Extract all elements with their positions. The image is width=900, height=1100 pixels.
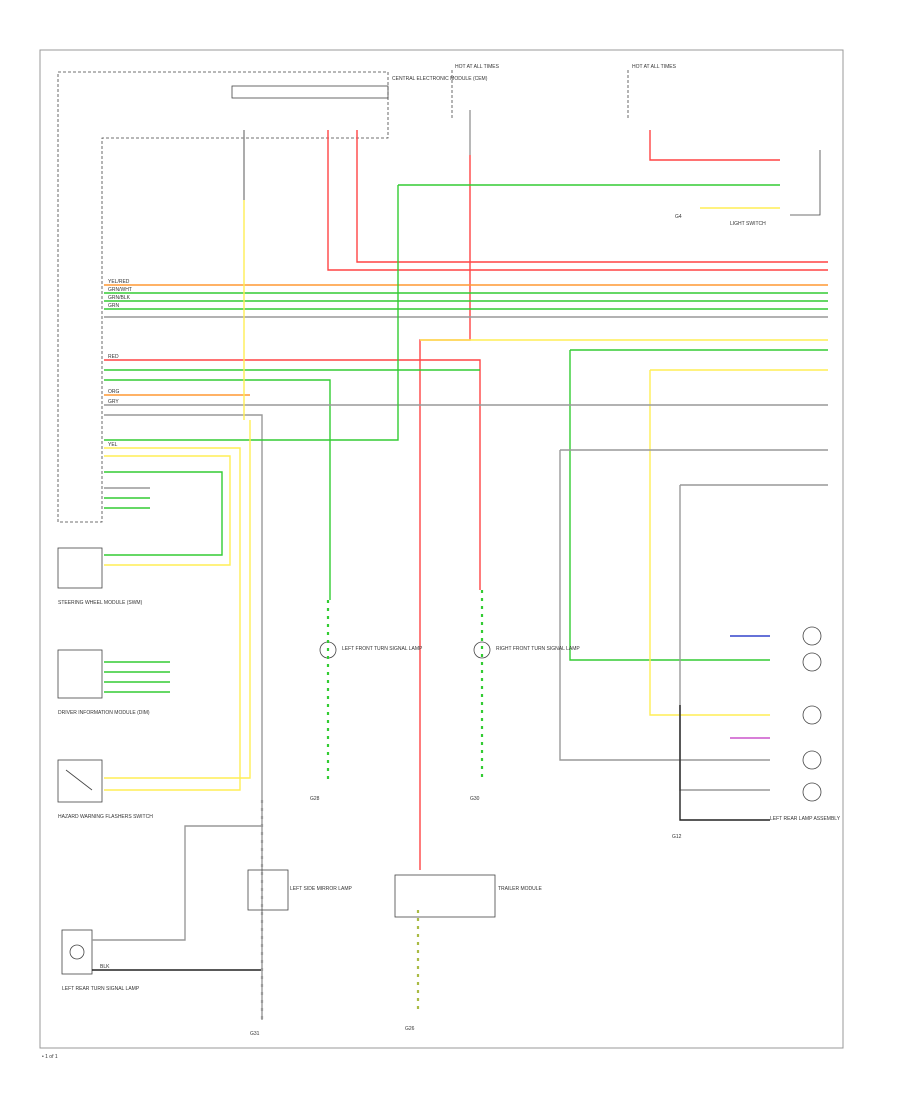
ground-label-4: G26: [405, 1026, 415, 1032]
left-rear-lamp-label: LEFT REAR LAMP ASSEMBLY: [770, 816, 841, 822]
rear-bulb-4: [802, 750, 822, 770]
left-mirror-lamp-label: LEFT SIDE MIRROR LAMP: [290, 886, 353, 892]
row-yellow-a: [104, 447, 241, 791]
central-module-box: [57, 71, 389, 523]
wire-red-1: [327, 130, 828, 271]
ground-label-5: G12: [672, 834, 682, 840]
row-green-c: [104, 185, 399, 441]
left-mirror-lamp-box: [247, 869, 289, 911]
dim-module-box: [57, 649, 103, 699]
central-module-connector: [231, 85, 389, 99]
fuse-left-label: HOT AT ALL TIMES: [455, 64, 500, 70]
row-green-d: [104, 471, 223, 556]
wire-green-drop: [569, 350, 770, 661]
wire-gray-drop: [559, 450, 770, 761]
wire-lr-gray: [92, 825, 262, 941]
wire-label-grnblk: GRN/BLK: [108, 295, 131, 301]
steering-module-label: STEERING WHEEL MODULE (SWM): [58, 600, 143, 606]
left-front-lamp-label: LEFT FRONT TURN SIGNAL LAMP: [342, 646, 423, 652]
trailer-module-label: TRAILER MODULE: [498, 886, 543, 892]
dim-module-label: DRIVER INFORMATION MODULE (DIM): [58, 710, 150, 716]
row-red: [104, 359, 481, 590]
left-rear-turn-box: [61, 929, 93, 975]
light-switch-box: [790, 150, 821, 216]
central-module-label: CENTRAL ELECTRONIC MODULE (CEM): [392, 76, 488, 82]
wire-gray-drop-2: [679, 485, 770, 791]
left-rear-lamp-assembly: [802, 626, 822, 802]
rear-bulb-5: [802, 782, 822, 802]
wire-label-yelred: YEL/RED: [108, 279, 130, 285]
wire-red-fuse-right: [649, 130, 780, 161]
rear-bulb-3: [802, 705, 822, 725]
hazard-switch-contact: [65, 769, 93, 791]
wire-black-right: [679, 705, 770, 821]
trailer-module-box: [394, 874, 496, 918]
diagram-frame: [39, 49, 844, 1049]
ground-label-2: G30: [470, 796, 480, 802]
right-front-lamp-label: RIGHT FRONT TURN SIGNAL LAMP: [496, 646, 580, 652]
row-gray-b: [104, 414, 263, 1020]
wire-label-blk: BLK: [100, 964, 110, 970]
wire-hazard-yellow: [104, 420, 251, 779]
wire-label-grnwht: GRN/WHT: [108, 287, 132, 293]
wire-label-red: RED: [108, 354, 119, 360]
fuse-right-label: HOT AT ALL TIMES: [632, 64, 677, 70]
wire-label-org: ORG: [108, 389, 120, 395]
wire-yellow-drop: [649, 370, 770, 716]
wire-label-yel: YEL: [108, 442, 118, 448]
rear-bulb-1: [802, 626, 822, 646]
left-rear-turn-bulb: [69, 944, 85, 960]
ground-label-3: G31: [250, 1031, 260, 1037]
row-yellow-b: [104, 455, 231, 566]
rear-bulb-2: [802, 652, 822, 672]
left-rear-turn-label: LEFT REAR TURN SIGNAL LAMP: [62, 986, 140, 992]
light-switch-label: LIGHT SWITCH: [730, 221, 766, 227]
row-green-b: [104, 379, 331, 600]
footer-code: • 1 of 1: [42, 1054, 58, 1060]
hazard-switch-box: [57, 759, 103, 803]
ground-label-6: G4: [675, 214, 682, 220]
hazard-switch-label: HAZARD WARNING FLASHERS SWITCH: [58, 814, 153, 820]
ground-label-1: G28: [310, 796, 320, 802]
wire-red-2: [356, 130, 828, 263]
right-front-lamp-bulb: [473, 641, 491, 659]
steering-module-box: [57, 547, 103, 589]
wire-label-grn: GRN: [108, 303, 120, 309]
wire-label-gry: GRY: [108, 399, 119, 405]
